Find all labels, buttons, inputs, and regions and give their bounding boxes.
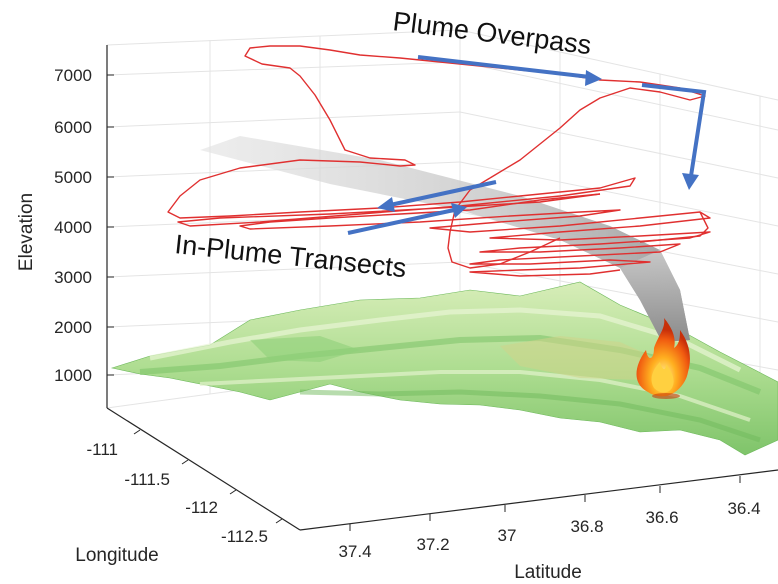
z-tick-labels: 7000 6000 5000 4000 3000 2000 1000 bbox=[54, 66, 92, 385]
latitude-tick-marks bbox=[349, 476, 741, 531]
terrain-surface bbox=[110, 281, 778, 456]
transect-lines bbox=[239, 193, 711, 277]
z-tick-label: 1000 bbox=[54, 366, 92, 385]
track-tie bbox=[639, 211, 709, 243]
terrain-dry-patch bbox=[500, 336, 660, 380]
longitude-tick-marks bbox=[133, 429, 283, 524]
annotation-in-plume-transects: In-Plume Transects bbox=[173, 229, 407, 283]
latitude-tick-label: 37.4 bbox=[338, 542, 371, 561]
terrain-ridge-1 bbox=[149, 307, 742, 373]
z-tick-label: 6000 bbox=[54, 118, 92, 137]
longitude-tick-labels: -111 -111.5 -112 -112.5 bbox=[86, 440, 268, 546]
terrain-base bbox=[110, 281, 778, 456]
plume-column bbox=[620, 250, 690, 342]
terrain-ridge-4 bbox=[299, 389, 761, 443]
latitude-tick-label: 37 bbox=[498, 526, 517, 545]
descent-track bbox=[447, 177, 561, 269]
latitude-tick-label: 36.8 bbox=[570, 517, 603, 536]
terrain-valley bbox=[250, 336, 360, 362]
overpass-arrow-1 bbox=[417, 55, 602, 86]
transect-arrow-left bbox=[377, 180, 497, 212]
latitude-tick-label: 37.2 bbox=[416, 535, 449, 554]
transect-arrow-right bbox=[347, 203, 467, 235]
overpass-arrow-2 bbox=[641, 83, 707, 190]
latitude-tick-label: 36.4 bbox=[727, 499, 760, 518]
annotation-plume-overpass: Plume Overpass bbox=[391, 6, 593, 60]
longitude-tick-label: -112.5 bbox=[221, 527, 268, 546]
longitude-tick-label: -111 bbox=[86, 440, 118, 459]
longitude-tick-label: -111.5 bbox=[124, 470, 170, 489]
fire-icon bbox=[636, 318, 690, 399]
y-axis-label: Latitude bbox=[514, 562, 582, 583]
latitude-tick-labels: 37.4 37.2 37 36.8 36.6 36.4 bbox=[338, 499, 760, 561]
direction-arrows bbox=[347, 55, 707, 235]
latitude-tick-label: 36.6 bbox=[645, 508, 678, 527]
z-tick-label: 3000 bbox=[54, 268, 92, 287]
z-tick-label: 5000 bbox=[54, 168, 92, 187]
z-tick-label: 7000 bbox=[54, 66, 92, 85]
z-tick-label: 4000 bbox=[54, 218, 92, 237]
x-axis-label: Longitude bbox=[75, 545, 158, 566]
z-tick-label: 2000 bbox=[54, 318, 92, 337]
z-ticks-marks bbox=[107, 74, 114, 376]
longitude-tick-label: -112 bbox=[185, 498, 218, 517]
z-axis-label: Elevation bbox=[16, 193, 37, 271]
